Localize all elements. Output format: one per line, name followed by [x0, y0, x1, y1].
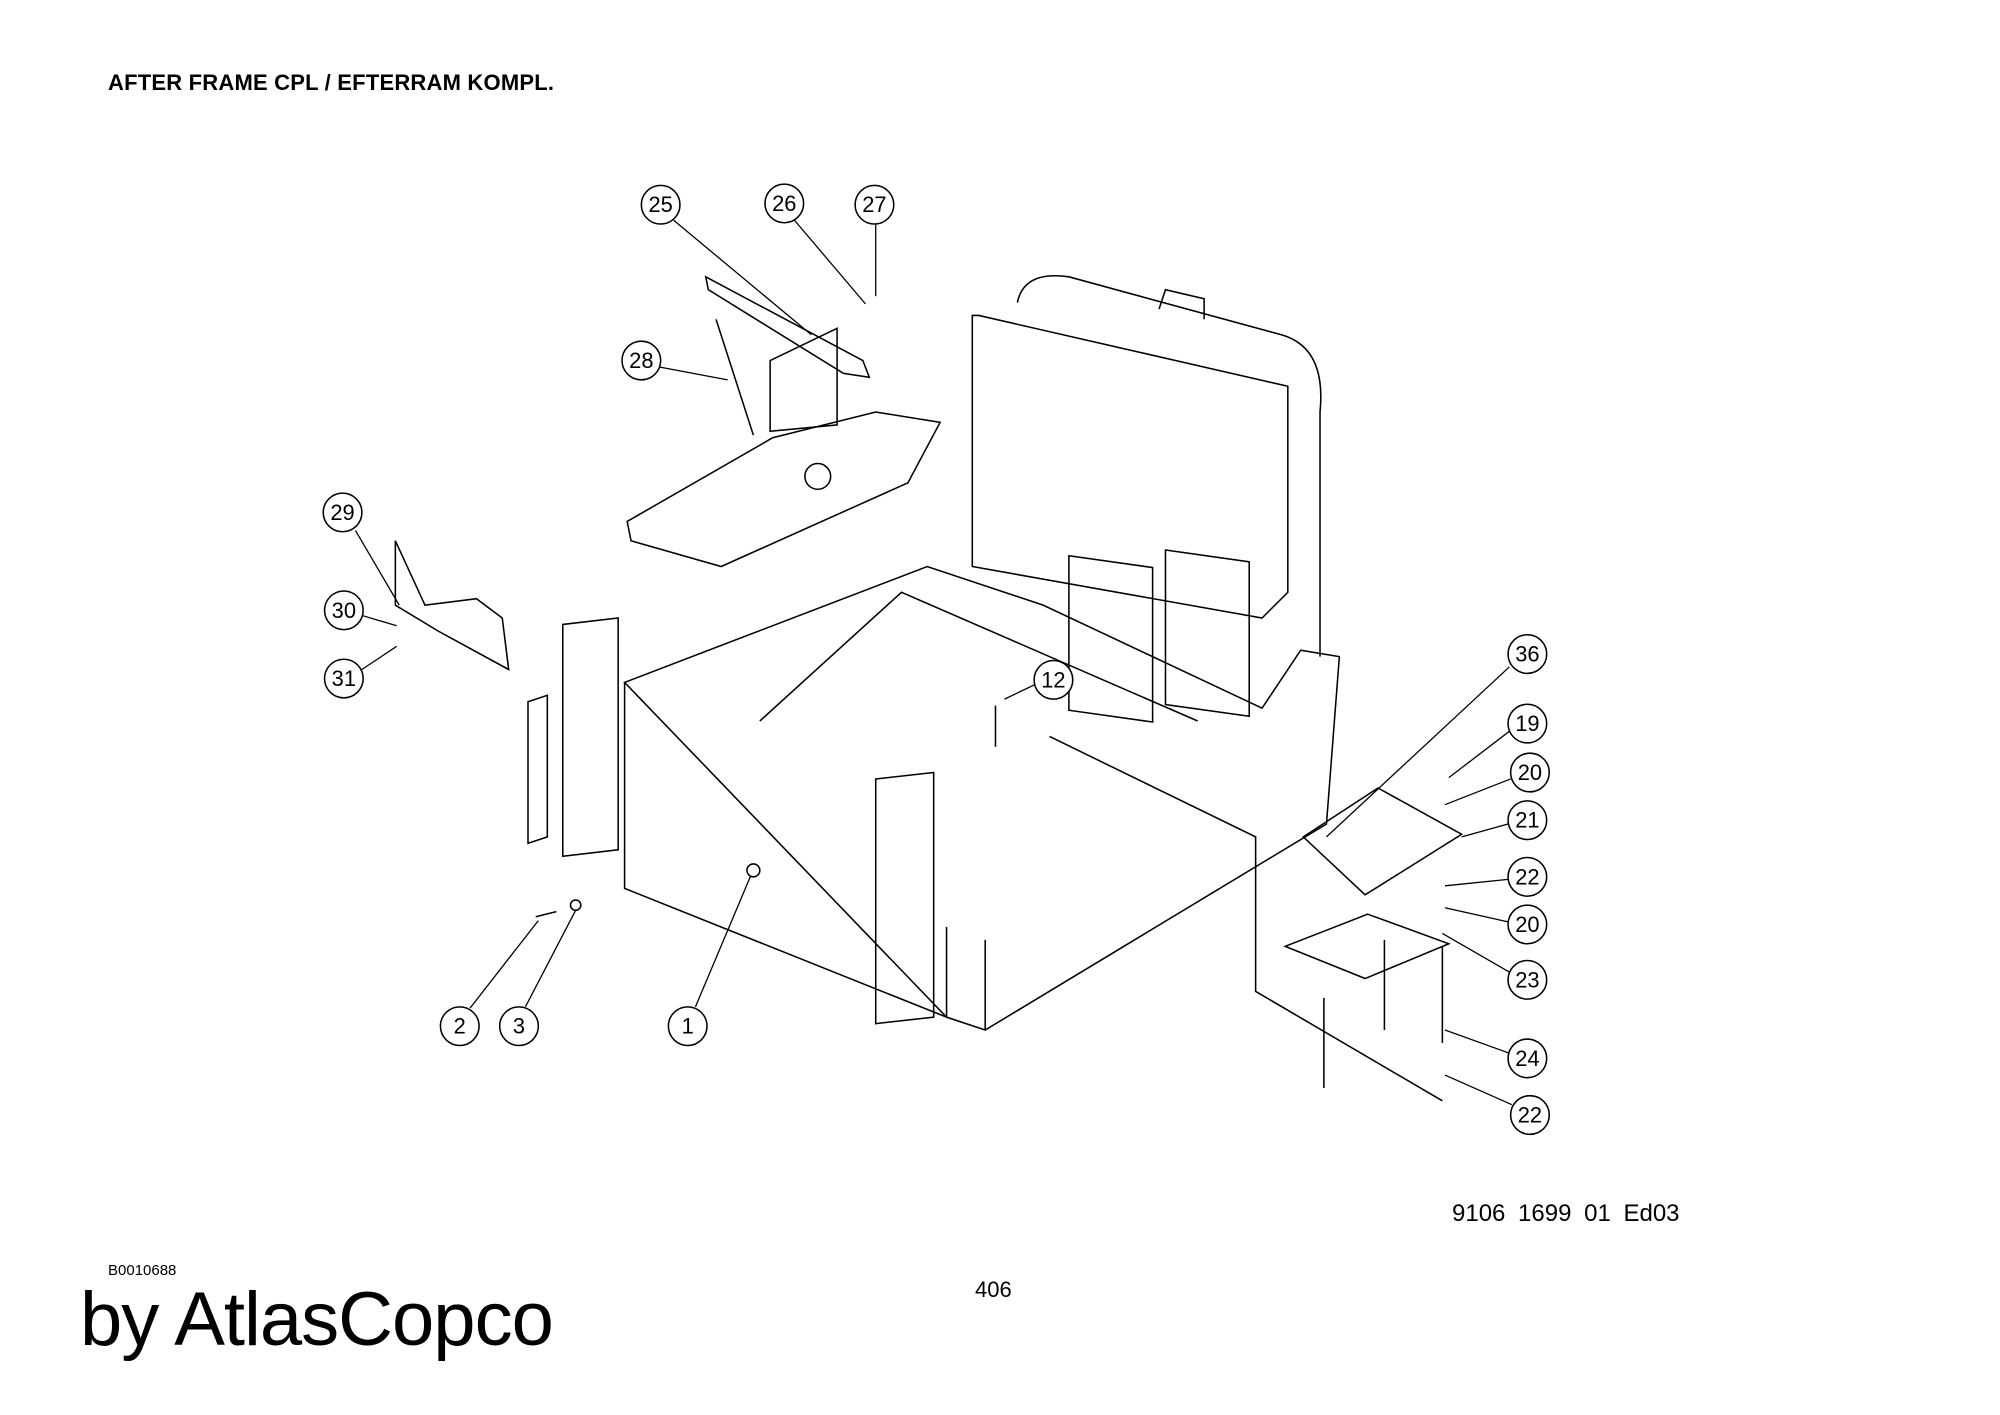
- callout-circle: [1507, 856, 1548, 897]
- callout-circle: [1507, 703, 1548, 744]
- callout-label: 12: [1041, 667, 1065, 692]
- callout-22: 22: [1509, 1094, 1551, 1136]
- leader-lines: [354, 218, 1513, 1106]
- callout-1: 1: [667, 1006, 708, 1047]
- callout-12: 12: [1033, 659, 1074, 700]
- callout-circle: [439, 1006, 480, 1047]
- callout-label: 23: [1515, 967, 1539, 992]
- callout-label: 25: [648, 192, 672, 217]
- callout-label: 20: [1518, 760, 1542, 785]
- document-number: 9106 1699 01 Ed03: [1452, 1200, 1680, 1227]
- page-number: 406: [975, 1277, 1012, 1302]
- callout-circle: [498, 1006, 540, 1047]
- callout-23: 23: [1507, 959, 1548, 1000]
- callout-circle: [854, 184, 895, 225]
- callout-label: 3: [513, 1014, 525, 1039]
- callout-2: 2: [439, 1006, 480, 1047]
- callout-circle: [1507, 959, 1548, 1000]
- callout-label: 22: [1518, 1103, 1542, 1128]
- callout-24: 24: [1507, 1038, 1548, 1079]
- callout-19: 19: [1507, 703, 1548, 744]
- callout-30: 30: [323, 590, 364, 631]
- frame-drawing: [394, 275, 1464, 1102]
- callout-27: 27: [854, 184, 895, 225]
- figure-id: B0010688: [108, 1262, 177, 1279]
- callout-label: 26: [772, 191, 796, 216]
- callout-label: 2: [454, 1014, 466, 1039]
- callout-label: 1: [682, 1014, 694, 1039]
- callout-circle: [621, 340, 662, 381]
- callout-20: 20: [1509, 752, 1551, 793]
- callout-circle: [640, 184, 681, 225]
- callout-label: 31: [332, 666, 356, 691]
- callout-label: 29: [330, 500, 354, 525]
- callout-circle: [1507, 800, 1548, 841]
- callout-circle: [1509, 752, 1551, 793]
- callout-31: 31: [323, 658, 364, 699]
- callout-label: 19: [1515, 711, 1539, 736]
- callout-label: 36: [1515, 642, 1539, 667]
- callout-label: 22: [1515, 864, 1539, 889]
- page-title: AFTER FRAME CPL / EFTERRAM KOMPL.: [108, 70, 555, 95]
- callout-29: 29: [322, 492, 363, 533]
- callout-label: 21: [1515, 808, 1539, 833]
- callout-circle: [764, 183, 805, 224]
- callout-circle: [323, 658, 364, 699]
- callout-36: 36: [1507, 633, 1548, 675]
- brand-logo-text: by AtlasCopco: [80, 1277, 554, 1362]
- callout-22: 22: [1507, 856, 1548, 897]
- callout-circle: [323, 590, 364, 631]
- callout-label: 27: [862, 192, 886, 217]
- callout-3: 3: [498, 1006, 540, 1047]
- callout-circle: [1507, 1038, 1548, 1079]
- callout-label: 28: [629, 348, 653, 373]
- callout-circle: [1507, 633, 1548, 675]
- callout-20: 20: [1507, 904, 1548, 945]
- callout-circle: [1509, 1094, 1551, 1136]
- callout-26: 26: [764, 183, 805, 224]
- callout-25: 25: [640, 184, 681, 225]
- callout-circle: [667, 1006, 708, 1047]
- callout-circle: [1507, 904, 1548, 945]
- callout-label: 24: [1515, 1046, 1539, 1071]
- callout-28: 28: [621, 340, 662, 381]
- callout-label: 20: [1515, 912, 1539, 937]
- callout-21: 21: [1507, 800, 1548, 841]
- callout-label: 30: [332, 598, 356, 623]
- callout-circle: [322, 492, 363, 533]
- callout-circle: [1033, 659, 1074, 700]
